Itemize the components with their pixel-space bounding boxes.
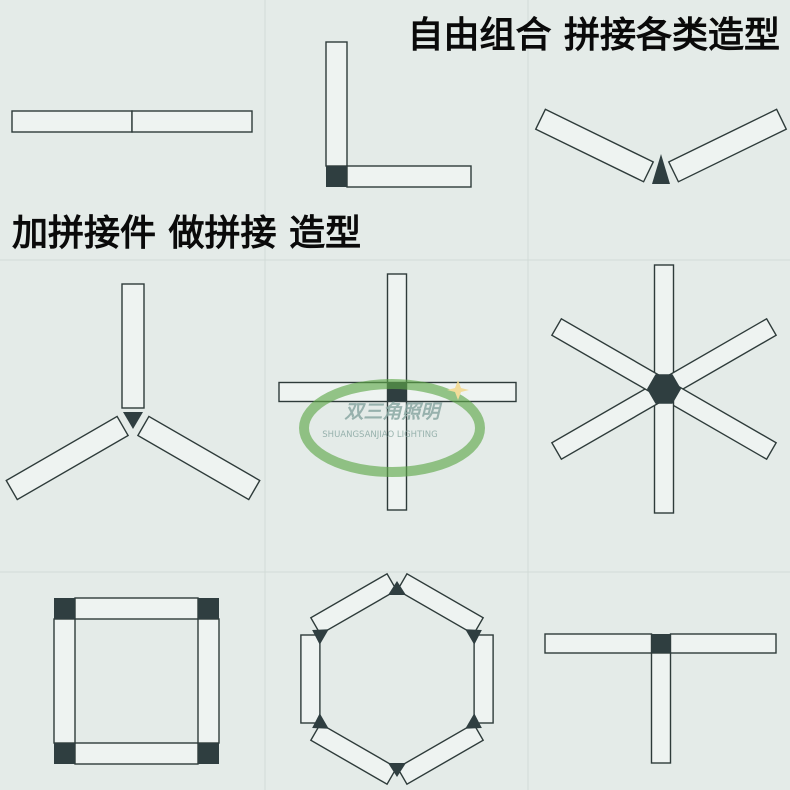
profile-bar-group (550, 385, 660, 461)
profile-bar (11, 110, 133, 133)
profile-bar (136, 415, 261, 501)
profile-bar-group (300, 634, 321, 724)
profile-bar (53, 618, 76, 744)
profile-bar-group (309, 572, 398, 636)
headline-add-connectors: 加拼接件 做拼接 造型 (12, 213, 362, 254)
watermark-subtitle: SHUANGSANJIAO LIGHTING (322, 430, 437, 440)
profile-bar (121, 283, 145, 409)
vertex-connector (388, 581, 406, 595)
profile-bar (669, 633, 777, 654)
profile-bar (534, 108, 655, 183)
panel-v-shape (534, 108, 788, 184)
vertex-connector (388, 763, 406, 777)
profile-bar-group (668, 317, 778, 393)
profile-bar (544, 633, 653, 654)
t-connector (651, 634, 671, 653)
vertex-connector (312, 629, 329, 645)
profile-bar-group (667, 108, 788, 183)
profile-bar-group (653, 264, 675, 378)
profile-bar (550, 385, 660, 461)
watermark-ring (299, 379, 485, 477)
vertex-connector (465, 629, 482, 645)
profile-bar (668, 317, 778, 393)
watermark-star-icon (447, 380, 469, 400)
panel-t-joint (544, 633, 777, 764)
profile-bar (386, 273, 408, 384)
profile-bar-group (550, 317, 660, 393)
watermark-title: 双三角照明 (343, 401, 442, 423)
profile-bar (396, 722, 485, 786)
profile-bar-group (396, 572, 485, 636)
profile-bar (396, 572, 485, 636)
profile-bar-group (534, 108, 655, 183)
profile-bar-group (653, 400, 675, 514)
profile-bar-group (121, 283, 145, 409)
profile-bar (325, 41, 348, 167)
corner-connector (198, 743, 219, 764)
corner-connector (54, 598, 75, 619)
profile-bar (131, 110, 253, 133)
corner-connector (54, 743, 75, 764)
profile-bar (74, 742, 199, 765)
profile-bar-group (396, 722, 485, 786)
profile-bar (668, 385, 778, 461)
profile-bar-group (668, 385, 778, 461)
panel-square-frame (53, 597, 220, 765)
profile-bar (653, 264, 675, 378)
profile-bar (197, 618, 220, 744)
profile-bar (667, 108, 788, 183)
vertex-connector (312, 713, 329, 729)
panel-six-way-star (550, 264, 778, 514)
panel-l-corner (325, 41, 472, 188)
profile-bar (550, 317, 660, 393)
profile-bar (5, 415, 130, 501)
profile-bar (653, 400, 675, 514)
corner-connector (326, 166, 347, 187)
profile-bar (473, 634, 494, 724)
watermark: 双三角照明 SHUANGSANJIAO LIGHTING (299, 379, 485, 477)
profile-bar (650, 652, 672, 764)
profile-bar (74, 597, 199, 620)
panel-three-way (5, 283, 261, 501)
headline-free-combination: 自由组合 拼接各类造型 (407, 15, 780, 56)
profile-bar-group (473, 634, 494, 724)
y-connector (123, 412, 143, 429)
vertex-connector (465, 713, 482, 729)
v-connector (652, 154, 670, 184)
profile-bar-group (5, 415, 130, 501)
profile-bar (300, 634, 321, 724)
hex-connector (647, 374, 681, 404)
profile-bar (346, 165, 472, 188)
panel-straight-joint (11, 110, 253, 133)
profile-bar-group (309, 722, 398, 786)
profile-bar-group (136, 415, 261, 501)
corner-connector (198, 598, 219, 619)
profile-bar (309, 572, 398, 636)
panel-hexagon-frame (300, 572, 494, 786)
profile-bar (309, 722, 398, 786)
